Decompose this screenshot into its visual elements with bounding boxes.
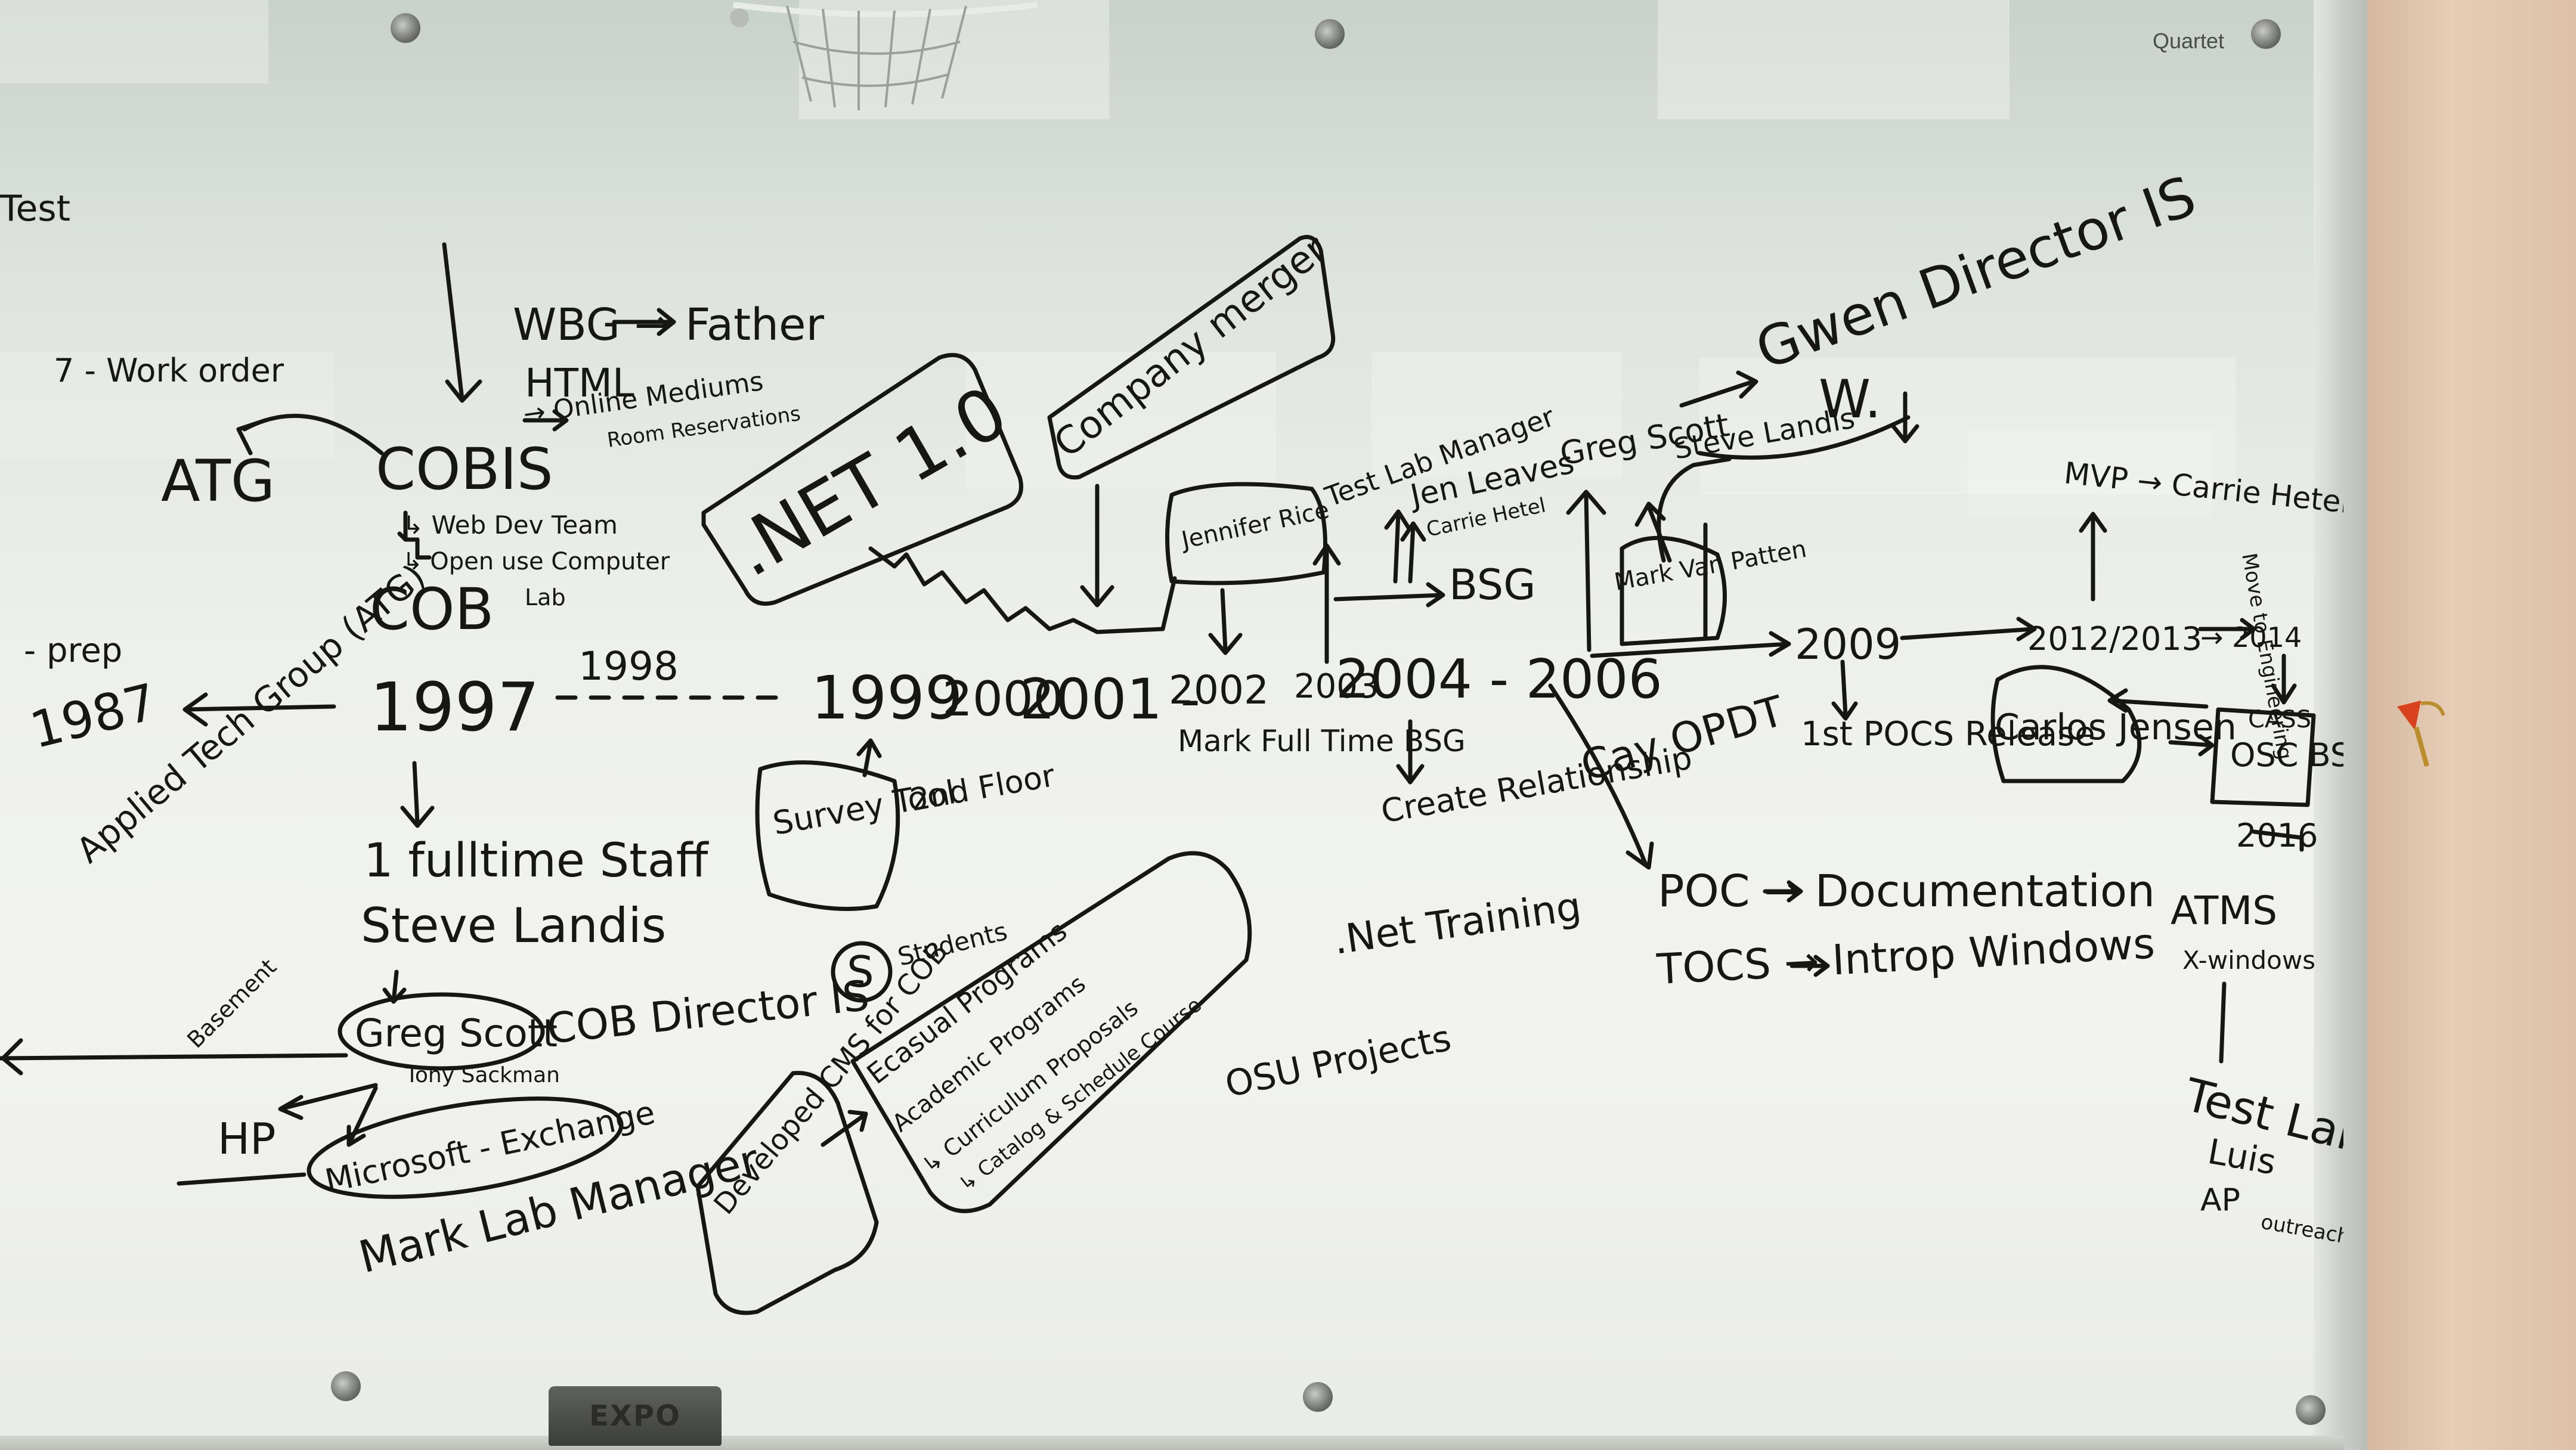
timeline-2002: 2002 [1169, 667, 1269, 713]
mount-standoff [391, 13, 420, 43]
light-reflection [1699, 358, 2236, 495]
note-gwen-w: W. [1819, 368, 1881, 430]
eraser-brand-label: EXPO [589, 1399, 681, 1433]
pushpin-icon [2397, 701, 2445, 767]
note-poc-documentation: POC → Documentation [1658, 866, 2155, 917]
light-reflection [1968, 429, 2212, 519]
note-1st-pocs-release: 1st POCS Release [1801, 715, 2095, 754]
note-ap: AP [2200, 1182, 2240, 1218]
note-wbg-father: WBG → Father [513, 299, 825, 351]
note-s: S [847, 947, 874, 997]
timeline-1998: 1998 [578, 643, 679, 689]
note-basement: Basement [182, 954, 281, 1054]
brand-label: Quartet [2153, 29, 2225, 53]
mount-standoff [2251, 19, 2281, 49]
note-jennifer-rice: Jennifer Rice [1178, 496, 1332, 554]
light-reflection [1658, 0, 2010, 119]
note-net-training: .Net Training [1331, 883, 1584, 963]
note-catalog-schedule: ↳ Catalog & Schedule Course [955, 993, 1206, 1197]
mount-standoff [2296, 1395, 2326, 1425]
note-cass: CASS [2248, 706, 2311, 733]
note-prep: - prep [24, 631, 122, 670]
whiteboard-notes: Test 7 - Work order ATG COBIS WBG → Fath… [0, 164, 2343, 1283]
light-reflection [0, 352, 334, 459]
light-reflection [966, 352, 1276, 489]
timeline-2001: 2001 - [1020, 667, 1200, 732]
mount-standoff [331, 1371, 361, 1401]
note-carlos-jensen: Carlos Jensen [1995, 707, 2237, 748]
timeline-2003: 2003 [1294, 667, 1379, 706]
note-bsg: BSG [1449, 560, 1535, 609]
timeline-1999: 1999 [811, 663, 963, 733]
note-open-use-computer: ↳ Open use Computer [402, 548, 670, 575]
note-x-windows: X-windows [2182, 946, 2315, 975]
whiteboard-surface [0, 0, 2343, 1450]
note-2nd-floor: 2nd Floor [908, 758, 1058, 819]
basketball-hoop-icon [730, 2, 1038, 110]
timeline-2004-2006: 2004 - 2006 [1336, 648, 1662, 711]
note-steve-landis: Steve Landis [361, 898, 666, 953]
mount-standoff [1315, 19, 1345, 49]
marker-drawings [0, 235, 2316, 1315]
note-cobis: COBIS [376, 436, 553, 503]
timeline-2000: 2000 [942, 671, 1064, 727]
note-tony-sackman: Tony Sackman [405, 1063, 560, 1088]
note-mark-full-time-bsg: Mark Full Time BSG [1178, 724, 1466, 758]
note-mark-van-patten: Mark Van Patten [1612, 535, 1809, 596]
timeline-1997: 1997 [370, 669, 540, 746]
note-hp: HP [218, 1114, 276, 1164]
mount-standoff [1303, 1382, 1333, 1412]
light-reflection [0, 0, 268, 83]
note-cob: COB [370, 576, 494, 643]
marker-tray [0, 1436, 2343, 1450]
note-web-dev-team: ↳ Web Dev Team [402, 510, 618, 540]
light-reflection [799, 0, 1109, 119]
note-cob-director-is: COB Director IS [544, 971, 871, 1054]
board-edge [2314, 0, 2367, 1450]
note-atg: ATG [161, 448, 275, 515]
expo-eraser: EXPO [549, 1386, 722, 1446]
note-atms: ATMS [2171, 888, 2277, 934]
note-company-merger: Company merger [1046, 227, 1336, 466]
note-fulltime-staff: 1 fulltime Staff [364, 834, 710, 888]
note-tocs-introp-windows: TOCS → Introp Windows [1655, 919, 2156, 994]
note-mvp-carrie-hetel: MVP → Carrie Hetel [2063, 456, 2343, 520]
timeline-2009: 2009 [1795, 620, 1901, 669]
note-test: Test [0, 188, 70, 230]
note-html: HTML [525, 360, 634, 406]
note-lab: Lab [525, 584, 566, 611]
note-work-order: 7 - Work order [54, 352, 284, 389]
timeline-2014: → 2014 [2200, 621, 2302, 653]
note-osc-bsg: OSC BSG [2230, 736, 2343, 774]
note-greg-scott: Greg Scott [355, 1012, 558, 1056]
note-outreach: outreach [2259, 1210, 2343, 1249]
wall [2367, 0, 2576, 1450]
note-net-1-0: .NET 1.0 [719, 371, 1021, 593]
note-osu-projects: OSU Projects [1222, 1017, 1455, 1105]
note-1987: 1987 [24, 673, 162, 760]
note-gwen-director-is: Gwen Director IS [1748, 164, 2204, 382]
note-2016: 2016 [2236, 817, 2318, 854]
timeline-2012-2013: 2012/2013 [2027, 620, 2202, 658]
light-reflection [1371, 352, 1622, 477]
